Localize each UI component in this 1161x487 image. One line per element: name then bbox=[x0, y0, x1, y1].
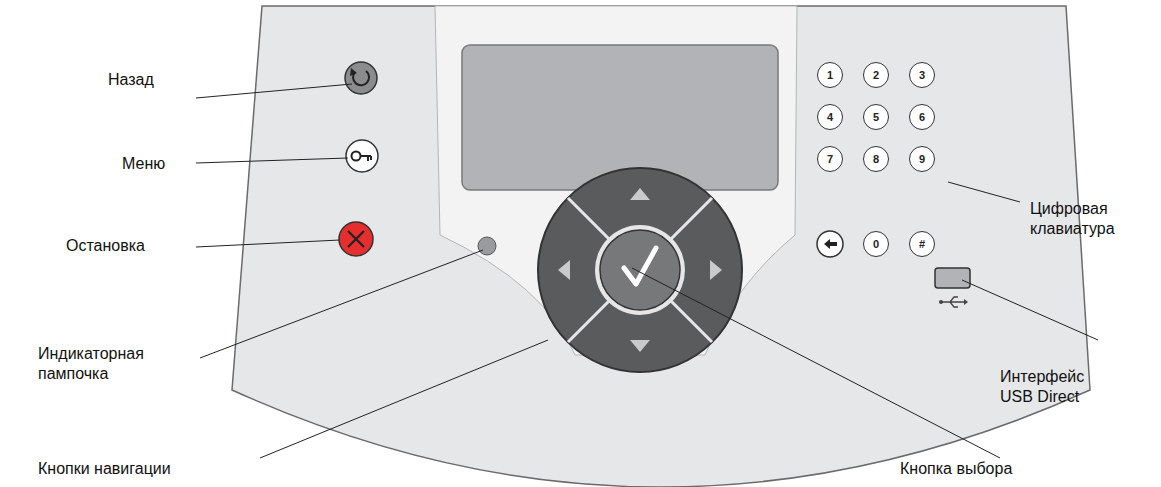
usb-port bbox=[935, 268, 970, 288]
backspace-key bbox=[817, 231, 843, 257]
leader-line bbox=[200, 250, 483, 358]
callout-label: Цифровая клавиатура bbox=[1030, 199, 1130, 239]
key-icon-shaft bbox=[360, 156, 371, 161]
callout-label: Меню bbox=[122, 154, 202, 174]
key-digit: 3 bbox=[919, 69, 925, 81]
arrow-right bbox=[710, 260, 722, 280]
keypad-key: 2 bbox=[863, 62, 889, 88]
keypad-key: 4 bbox=[817, 104, 843, 130]
usb-symbol-head bbox=[964, 299, 968, 305]
pad-divider bbox=[568, 198, 712, 342]
callout-label: Остановка bbox=[66, 236, 186, 256]
keypad-key: 0 bbox=[863, 231, 889, 257]
callout-label: Кнопка выбора bbox=[900, 459, 1040, 479]
pad-ring bbox=[595, 225, 685, 315]
key-digit: 1 bbox=[827, 69, 833, 81]
key-digit: 5 bbox=[873, 111, 879, 123]
keypad-key: 3 bbox=[909, 62, 935, 88]
leader-line bbox=[962, 280, 1098, 340]
key-digit: 9 bbox=[919, 153, 925, 165]
callout-label: Назад bbox=[108, 70, 188, 90]
stop-icon bbox=[348, 231, 364, 247]
arrow-left bbox=[558, 260, 570, 280]
usb-symbol bbox=[942, 297, 964, 307]
menu-button bbox=[346, 140, 378, 172]
keypad-key: 7 bbox=[817, 146, 843, 172]
keypad-key: 9 bbox=[909, 146, 935, 172]
leader-line bbox=[260, 340, 548, 458]
check-icon bbox=[624, 248, 656, 284]
keypad-key: 5 bbox=[863, 104, 889, 130]
leader-line bbox=[632, 268, 1000, 458]
callout-label: Индикаторная пампочка bbox=[38, 344, 154, 384]
callout-label: Интерфейс USB Direct bbox=[1000, 367, 1090, 407]
leader-line bbox=[196, 84, 352, 98]
key-digit: 2 bbox=[873, 69, 879, 81]
key-digit: 7 bbox=[827, 153, 833, 165]
key-digit: # bbox=[919, 238, 925, 250]
leader-line bbox=[196, 158, 348, 163]
navigation-pad bbox=[538, 168, 742, 372]
panel-body bbox=[232, 6, 1090, 487]
back-icon-head bbox=[350, 68, 357, 76]
key-digit: 4 bbox=[827, 111, 833, 123]
select-button bbox=[600, 230, 680, 310]
key-digit: 6 bbox=[919, 111, 925, 123]
leader-line bbox=[196, 240, 340, 247]
keypad-key: 1 bbox=[817, 62, 843, 88]
key-icon bbox=[352, 152, 361, 161]
usb-symbol-dot bbox=[939, 300, 943, 304]
callout-label: Кнопки навигации bbox=[38, 459, 238, 479]
indicator-lamp bbox=[478, 237, 496, 255]
keypad-key: 8 bbox=[863, 146, 889, 172]
keypad-key: # bbox=[909, 231, 935, 257]
arrow-up bbox=[630, 188, 650, 200]
leader-line bbox=[948, 182, 1020, 202]
key-digit: 0 bbox=[873, 238, 879, 250]
key-digit: 8 bbox=[873, 153, 879, 165]
arrow-down bbox=[630, 340, 650, 352]
back-button bbox=[345, 62, 377, 94]
display-screen bbox=[462, 45, 778, 190]
backspace-icon bbox=[824, 239, 837, 249]
keypad-key: 6 bbox=[909, 104, 935, 130]
stop-button bbox=[339, 222, 373, 256]
